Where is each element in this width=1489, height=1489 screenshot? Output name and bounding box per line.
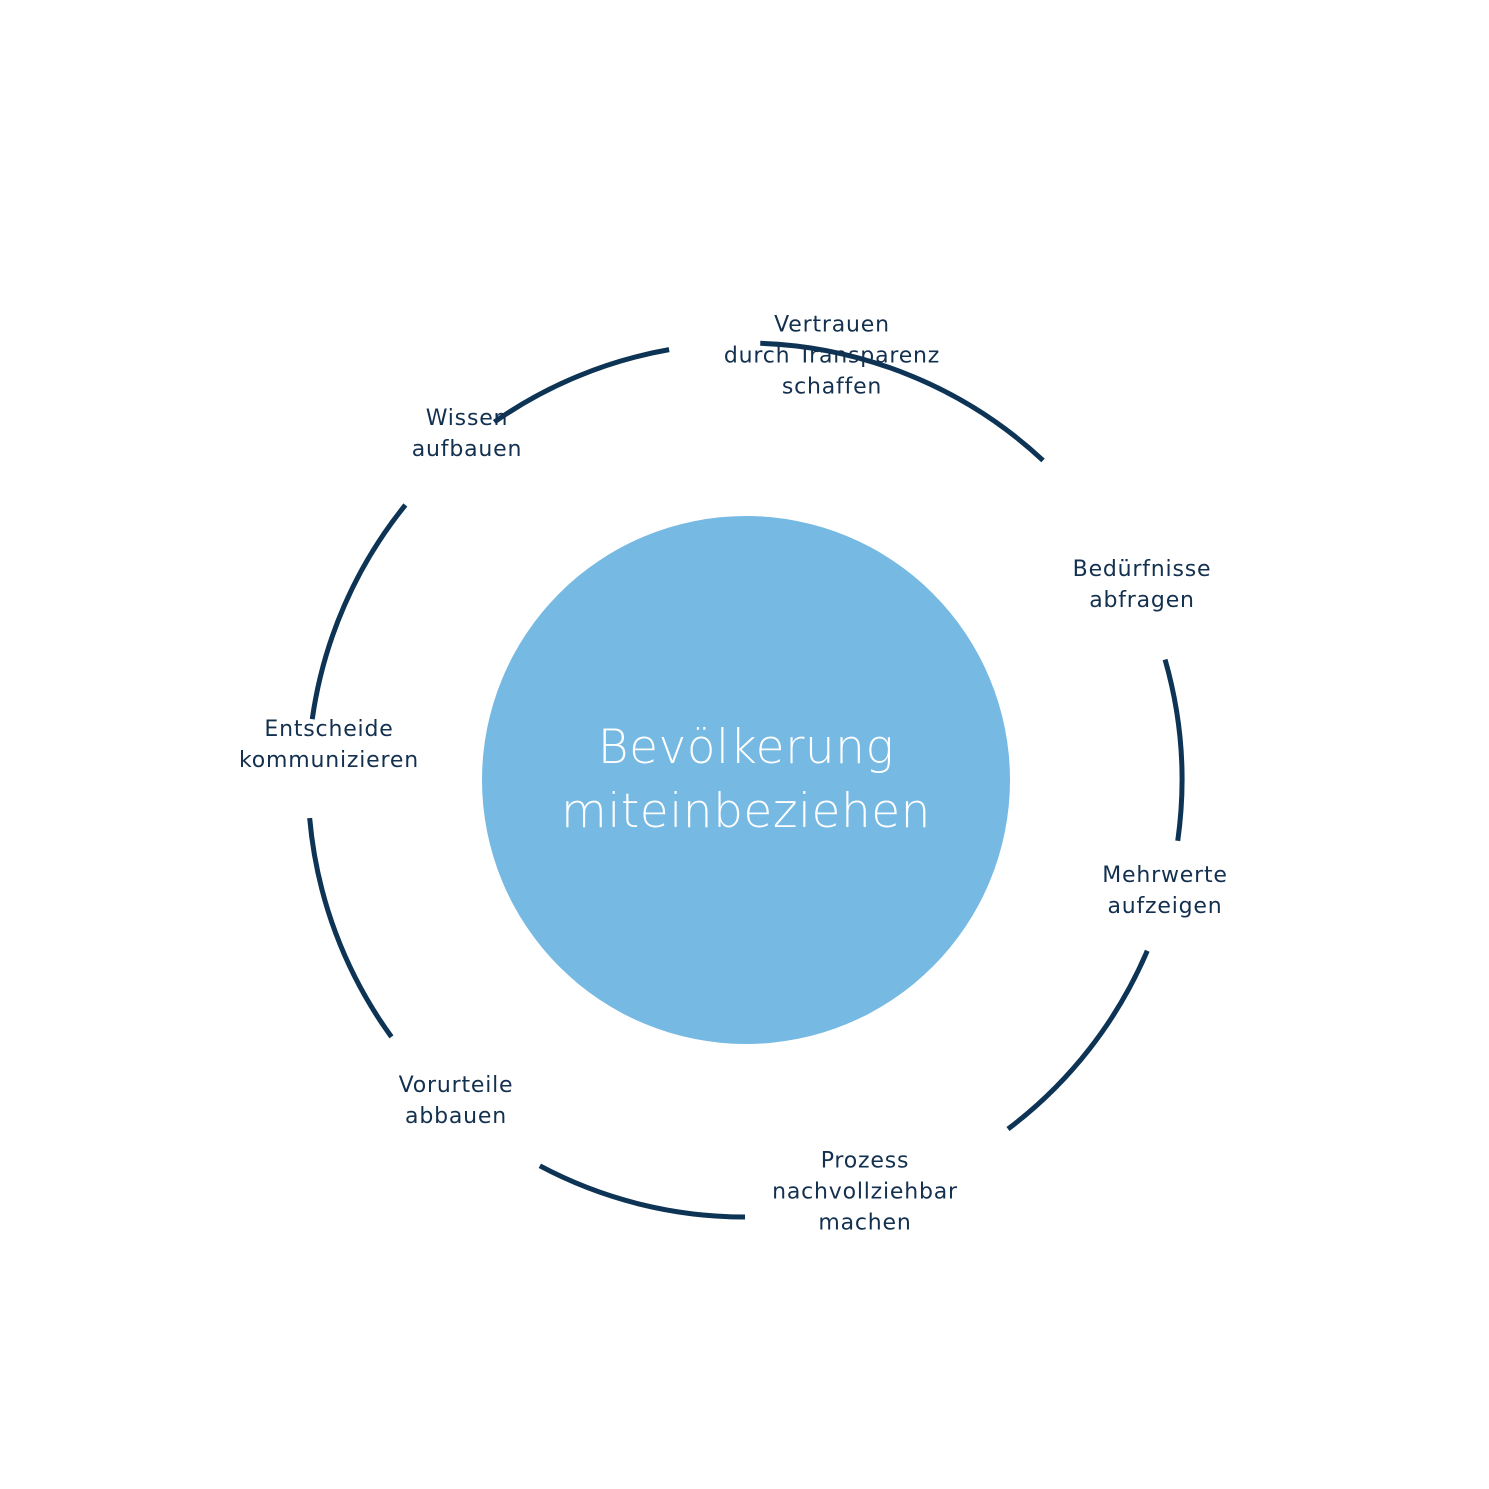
node-label-line: nachvollziehbar [772,1179,958,1205]
node-label-line: Entscheide [264,717,394,742]
center-title-line-1: Bevölkerung [597,720,895,775]
node-label-line: Bedürfnisse [1072,557,1212,582]
node-vertrauen-label: Vertrauen durch Transparenz schaffen [724,310,940,403]
node-label-line: abfragen [1089,588,1195,613]
node-prozess-label: Prozess nachvollziehbar machen [772,1146,958,1239]
node-label-line: Wissen [425,406,509,431]
node-label-line: Mehrwerte [1102,863,1228,888]
node-label-line: Prozess [820,1148,910,1174]
node-beduerfnisse-label: Bedürfnisse abfragen [1073,554,1212,616]
node-wissen-label: Wissen aufbauen [412,403,522,465]
ring-arc-segment [492,347,670,425]
node-label-line: durch Transparenz [723,343,941,369]
node-mehrwerte-label: Mehrwerte aufzeigen [1102,860,1227,922]
node-label-line: schaffen [781,374,883,400]
ring-arc-segment [307,817,394,1039]
node-entscheide-label: Entscheide kommunizieren [239,714,419,776]
node-vorurteile-label: Vorurteile abbauen [399,1070,514,1132]
ring-arc-segment [760,340,1045,463]
ring-arc-segment [1162,658,1185,842]
ring-arc-segment [538,1163,746,1220]
node-label-line: Vertrauen [774,312,890,338]
node-label-line: kommunizieren [239,748,419,773]
ring-arc-segment [309,503,408,720]
node-label-line: Vorurteile [398,1073,514,1098]
center-title-line-2: miteinbeziehen [561,784,931,839]
node-label-line: abbauen [405,1104,507,1129]
center-circle: Bevölkerung miteinbeziehen [482,516,1010,1044]
ring-arc-segment [1006,949,1150,1131]
node-label-line: aufzeigen [1107,894,1223,919]
node-label-line: machen [818,1210,912,1236]
node-label-line: aufbauen [411,437,523,462]
